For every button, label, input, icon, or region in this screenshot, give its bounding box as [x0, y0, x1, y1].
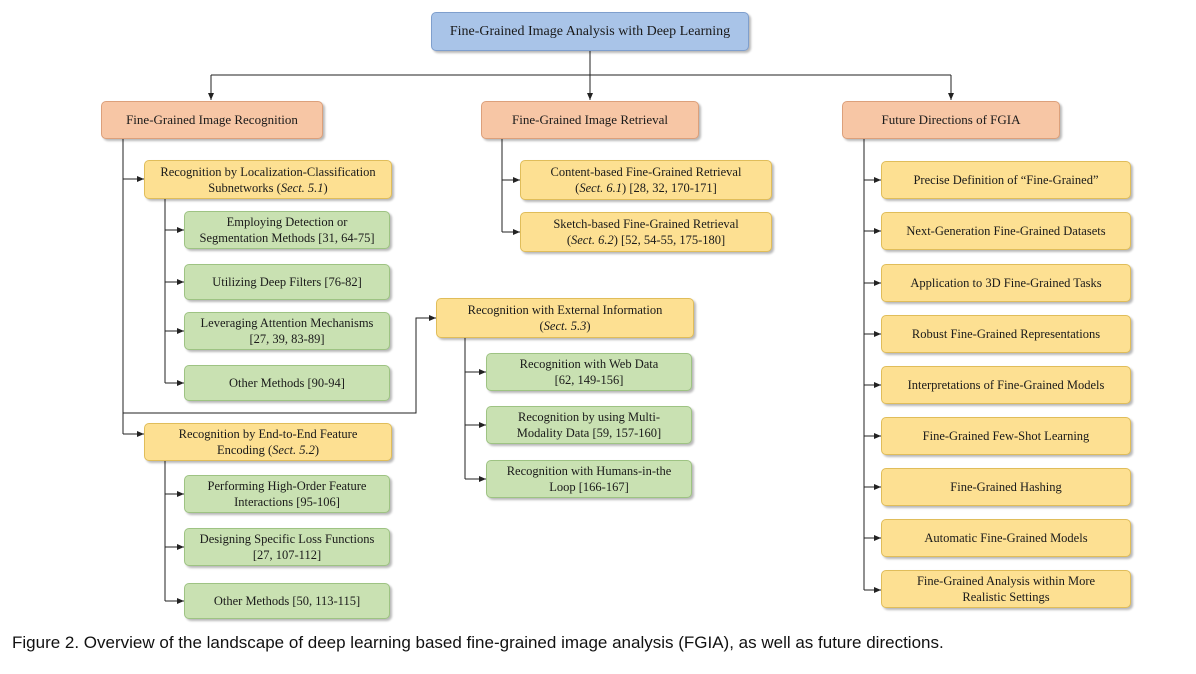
retrieval-title: Fine-Grained Image Retrieval	[512, 112, 668, 127]
node-line-1: Utilizing Deep Filters [76-82]	[212, 275, 362, 289]
retrieval-node: Fine-Grained Image Retrieval	[481, 101, 699, 139]
figure-caption: Figure 2. Overview of the landscape of d…	[12, 633, 944, 652]
future-item-robust-representations: Robust Fine-Grained Representations	[881, 315, 1131, 353]
node-line-1: Recognition with External Information	[467, 303, 663, 317]
future-item-precise-definition: Precise Definition of “Fine-Grained”	[881, 161, 1131, 199]
node-line-1: Fine-Grained Few-Shot Learning	[922, 429, 1090, 443]
node-line-1: Recognition with Web Data	[519, 357, 659, 371]
section-ref: Sect. 6.2	[571, 233, 614, 247]
node-line-1: Other Methods [50, 113-115]	[213, 594, 361, 608]
node-line-1: Recognition by Localization-Classificati…	[160, 164, 376, 179]
other-methods-e2e-node: Other Methods [50, 113-115]	[184, 583, 390, 619]
node-line-1: Automatic Fine-Grained Models	[924, 531, 1088, 545]
node-line-1: Recognition by using Multi-	[517, 410, 660, 424]
node-line-2: [27, 107-112]	[252, 548, 322, 562]
node-line-1: Other Methods [90-94]	[229, 376, 345, 390]
node-line-1: Sketch-based Fine-Grained Retrieval	[553, 217, 739, 231]
line-suffix: )	[586, 319, 591, 333]
future-directions-node: Future Directions of FGIA	[842, 101, 1060, 139]
future-item-datasets: Next-Generation Fine-Grained Datasets	[881, 212, 1131, 250]
node-line-1: Performing High-Order Feature	[207, 479, 367, 493]
node-line-1: Content-based Fine-Grained Retrieval	[550, 165, 742, 179]
node-line-1: Next-Generation Fine-Grained Datasets	[906, 224, 1106, 238]
line-suffix: ) [28, 32, 170-171]	[622, 181, 717, 195]
node-line-1: Precise Definition of “Fine-Grained”	[913, 173, 1099, 187]
localization-classification-node: Recognition by Localization-Classificati…	[144, 160, 392, 199]
node-line-1: Recognition with Humans-in-the	[506, 464, 672, 478]
node-line-2: Encoding (Sect. 5.2)	[217, 442, 319, 458]
root-title: Fine-Grained Image Analysis with Deep Le…	[449, 23, 731, 39]
section-ref: Sect. 6.1	[579, 181, 623, 195]
node-line-1: Application to 3D Fine-Grained Tasks	[910, 276, 1102, 290]
line-prefix: (	[566, 233, 571, 247]
multi-modality-node: Recognition by using Multi- Modality Dat…	[486, 406, 692, 444]
line-suffix: ) [52, 54-55, 175-180]	[613, 233, 726, 247]
external-information-node: Recognition with External Information (S…	[436, 298, 694, 338]
end-to-end-encoding-node: Recognition by End-to-End Feature Encodi…	[144, 423, 392, 461]
line-prefix: (	[575, 181, 580, 195]
section-ref: Sect. 5.3	[543, 319, 587, 333]
future-item-3d-tasks: Application to 3D Fine-Grained Tasks	[881, 264, 1131, 302]
high-order-interactions-node: Performing High-Order Feature Interactio…	[184, 475, 390, 513]
future-item-few-shot: Fine-Grained Few-Shot Learning	[881, 417, 1131, 455]
node-line-2: [27, 39, 83-89]	[249, 332, 325, 346]
node-line-1: Interpretations of Fine-Grained Models	[907, 378, 1105, 392]
future-item-hashing: Fine-Grained Hashing	[881, 468, 1131, 506]
line-prefix: (	[539, 319, 544, 333]
line-suffix: )	[323, 180, 328, 195]
root-node: Fine-Grained Image Analysis with Deep Le…	[431, 12, 749, 51]
recognition-node: Fine-Grained Image Recognition	[101, 101, 323, 139]
node-line-2: Subnetworks (Sect. 5.1)	[208, 180, 327, 196]
section-ref: Sect. 5.1	[280, 180, 324, 195]
line-suffix: )	[314, 443, 320, 457]
node-line-2: Realistic Settings	[962, 590, 1050, 604]
node-line-1: Leveraging Attention Mechanisms	[200, 316, 374, 330]
content-based-retrieval-node: Content-based Fine-Grained Retrieval (Se…	[520, 160, 772, 200]
node-line-2: Segmentation Methods [31, 64-75]	[199, 231, 375, 245]
future-item-automatic-models: Automatic Fine-Grained Models	[881, 519, 1131, 557]
future-item-realistic-settings: Fine-Grained Analysis within More Realis…	[881, 570, 1131, 608]
future-directions-title: Future Directions of FGIA	[881, 112, 1021, 127]
node-line-1: Fine-Grained Hashing	[950, 480, 1062, 494]
recognition-title: Fine-Grained Image Recognition	[126, 112, 298, 127]
other-methods-loc-node: Other Methods [90-94]	[184, 365, 390, 401]
detection-segmentation-node: Employing Detection or Segmentation Meth…	[184, 211, 390, 249]
section-ref: Sect. 5.2	[272, 443, 315, 457]
deep-filters-node: Utilizing Deep Filters [76-82]	[184, 264, 390, 300]
node-line-1: Fine-Grained Analysis within More	[916, 574, 1096, 588]
line-prefix: Encoding (	[216, 443, 273, 457]
node-line-2: [62, 149-156]	[554, 373, 624, 387]
node-line-2: (Sect. 5.3)	[539, 318, 590, 334]
humans-in-the-loop-node: Recognition with Humans-in-the Loop [166…	[486, 460, 692, 498]
future-item-interpretations: Interpretations of Fine-Grained Models	[881, 366, 1131, 404]
node-line-2: Modality Data [59, 157-160]	[516, 426, 662, 440]
node-line-2: Interactions [95-106]	[234, 495, 340, 509]
line-prefix: Subnetworks (	[208, 180, 281, 195]
node-line-1: Employing Detection or	[226, 215, 348, 229]
attention-mechanisms-node: Leveraging Attention Mechanisms [27, 39,…	[184, 312, 390, 350]
node-line-2: (Sect. 6.2) [52, 54-55, 175-180]	[567, 232, 725, 248]
node-line-1: Designing Specific Loss Functions	[199, 532, 375, 546]
node-line-1: Recognition by End-to-End Feature	[178, 427, 358, 441]
loss-functions-node: Designing Specific Loss Functions [27, 1…	[184, 528, 390, 566]
node-line-1: Robust Fine-Grained Representations	[911, 327, 1101, 341]
web-data-node: Recognition with Web Data [62, 149-156]	[486, 353, 692, 391]
node-line-2: Loop [166-167]	[549, 480, 629, 494]
sketch-based-retrieval-node: Sketch-based Fine-Grained Retrieval (Sec…	[520, 212, 772, 252]
node-line-2: (Sect. 6.1) [28, 32, 170-171]	[575, 180, 717, 196]
